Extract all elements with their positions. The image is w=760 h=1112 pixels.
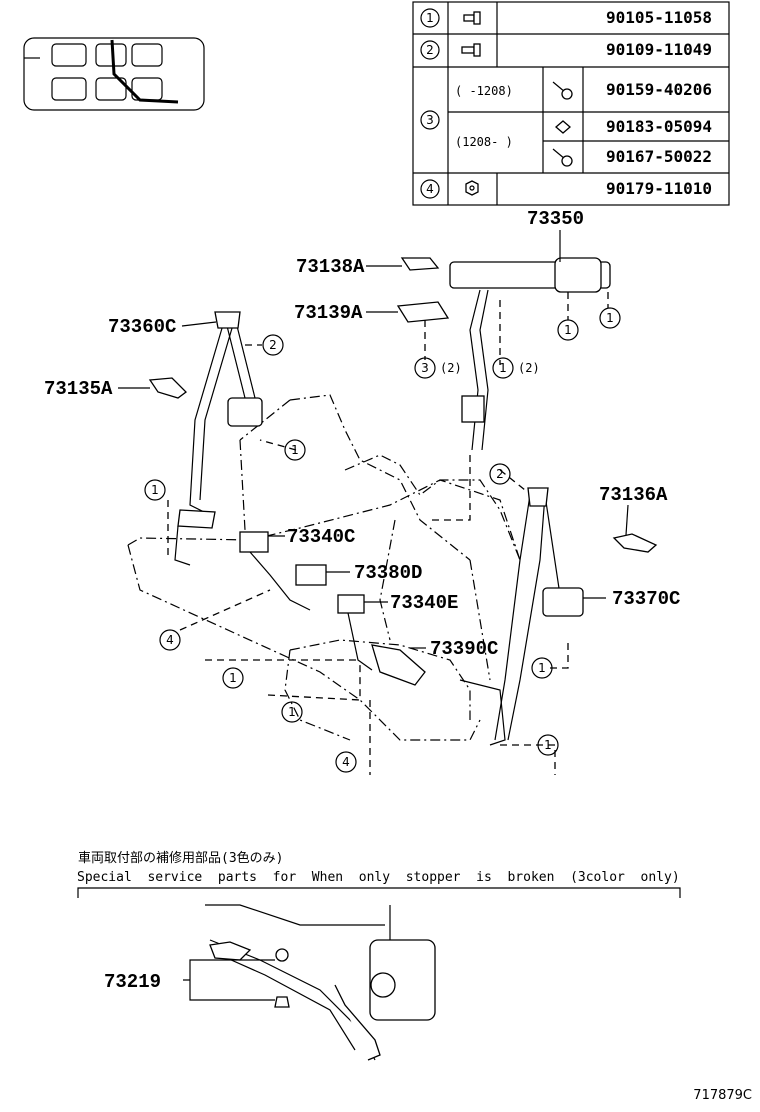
cover-73136A-icon [612, 533, 658, 553]
label-73139A: 73139A [294, 302, 363, 324]
label-73360C: 73360C [108, 316, 176, 338]
callout-1-qty: (2) [518, 361, 540, 375]
callout-1: 1 [151, 483, 159, 497]
callout-3: 3 [421, 361, 429, 375]
label-73136A: 73136A [599, 484, 668, 506]
buckle-73340E-icon [337, 594, 365, 614]
callout-circles: 2 1 1 3 (2) 1 (2) 1 1 2 4 1 1 4 1 1 [144, 307, 621, 773]
callout-2: 2 [496, 467, 504, 481]
callout-1: 1 [564, 323, 572, 337]
bracket-73139A-icon [396, 301, 450, 323]
label-73340C: 73340C [287, 526, 355, 548]
note-bracket [77, 887, 681, 898]
part-number-90159-40206: 90159-40206 [606, 80, 712, 99]
callout-1: 1 [288, 705, 296, 719]
part-number-90183-05094: 90183-05094 [606, 117, 712, 136]
shoulder-anchor-icon [527, 487, 549, 507]
clip-nut-icon [555, 120, 571, 134]
callout-1: 1 [291, 443, 299, 457]
table-circle-1-text: 1 [426, 11, 434, 25]
note-english: Special service parts for When only stop… [77, 870, 680, 885]
callout-1: 1 [229, 671, 237, 685]
shoulder-anchor-icon [214, 311, 241, 329]
table-circle-2-text: 2 [426, 43, 434, 57]
note-japanese: 車両取付部の補修用部品(3色のみ) [78, 850, 283, 866]
vehicle-locator-icon [23, 37, 205, 111]
bolt-icon [461, 43, 481, 57]
seat-outline [127, 394, 521, 741]
buckle-73380D-icon [295, 564, 327, 586]
stopper-button-icon [275, 948, 289, 962]
callout-1: 1 [606, 311, 614, 325]
label-73340E: 73340E [390, 592, 458, 614]
callout-4: 4 [342, 755, 350, 769]
label-73219: 73219 [104, 971, 161, 993]
retractor-icon [542, 587, 584, 617]
part-number-90167-50022: 90167-50022 [606, 147, 712, 166]
table-circle-1 [420, 8, 440, 28]
right-outer-seat-belt [459, 487, 584, 746]
label-73370C: 73370C [612, 588, 680, 610]
label-73350: 73350 [527, 208, 584, 230]
retractor-icon [369, 939, 436, 1021]
screw-icon [552, 148, 573, 167]
center-retractor-icon [554, 257, 602, 293]
table-circle-4-text: 4 [426, 182, 434, 196]
anchor-covers [148, 257, 658, 553]
part-number-90109-11049: 90109-11049 [606, 40, 712, 59]
cover-73138A-icon [400, 257, 440, 271]
center-rear-seat-belt [449, 257, 611, 451]
stopper-cap-icon [274, 996, 290, 1008]
screw-icon [552, 81, 573, 100]
left-outer-seat-belt [174, 311, 263, 566]
cover-73135A-icon [148, 377, 187, 399]
callout-2: 2 [269, 338, 277, 352]
label-73390C: 73390C [430, 638, 498, 660]
callout-1: 1 [499, 361, 507, 375]
label-73380D: 73380D [354, 562, 422, 584]
diagram-reference: 717879C [693, 1088, 752, 1103]
callout-1: 1 [538, 661, 546, 675]
table-circle-3-text: 3 [426, 113, 434, 127]
date-range-before-1208: ( -1208) [455, 84, 513, 98]
bolt-icon [463, 11, 481, 25]
label-73138A: 73138A [296, 256, 365, 278]
nut-icon [465, 180, 479, 196]
label-73135A: 73135A [44, 378, 113, 400]
leader-lines [118, 230, 629, 775]
callout-4: 4 [166, 633, 174, 647]
date-range-after-1208: (1208- ) [455, 135, 513, 149]
fastener-table: 1 90105-11058 2 90109-11049 3 ( -1208) (… [412, 1, 730, 206]
callout-3-qty: (2) [440, 361, 462, 375]
retractor-icon [227, 397, 263, 427]
stopper-detail-inset [183, 904, 436, 1061]
tongue-plate-icon [461, 395, 485, 423]
part-number-90105-11058: 90105-11058 [606, 8, 712, 27]
lap-belt-73390C-icon [371, 644, 426, 686]
buckles [239, 531, 426, 686]
part-number-90179-11010: 90179-11010 [606, 179, 712, 198]
buckle-73340C-icon [239, 531, 269, 553]
callout-1: 1 [544, 738, 552, 752]
